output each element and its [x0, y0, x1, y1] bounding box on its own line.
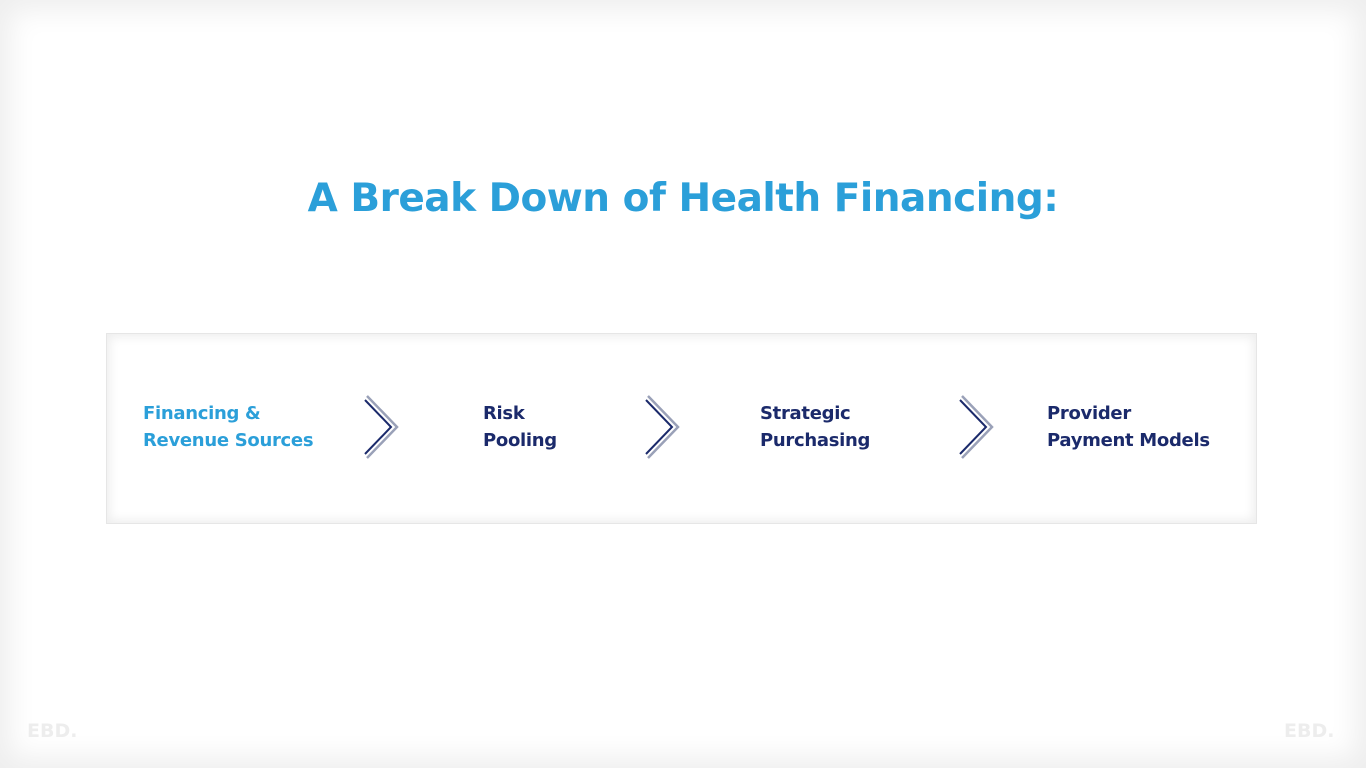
financing-steps-panel	[106, 333, 1257, 524]
step-label-line1: Provider	[1047, 403, 1131, 424]
step-label-line1: Risk	[483, 403, 525, 424]
watermark-logo-left: EBD.	[27, 720, 78, 742]
step-label-line2: Payment Models	[1047, 430, 1210, 451]
double-chevron-right-icon	[959, 395, 994, 459]
double-chevron-right-icon	[645, 395, 680, 459]
step-strategic-purchasing: Strategic Purchasing	[760, 400, 870, 454]
step-provider-payment-models: Provider Payment Models	[1047, 400, 1210, 454]
step-label-line1: Financing &	[143, 403, 261, 424]
step-label-line2: Revenue Sources	[143, 430, 314, 451]
step-label-line1: Strategic	[760, 403, 851, 424]
slide-title: A Break Down of Health Financing:	[307, 176, 1059, 221]
step-risk-pooling: Risk Pooling	[483, 400, 557, 454]
step-financing-revenue-sources: Financing & Revenue Sources	[143, 400, 314, 454]
watermark-logo-right: EBD.	[1284, 720, 1335, 742]
step-label-line2: Pooling	[483, 430, 557, 451]
step-label-line2: Purchasing	[760, 430, 871, 451]
double-chevron-right-icon	[364, 395, 399, 459]
